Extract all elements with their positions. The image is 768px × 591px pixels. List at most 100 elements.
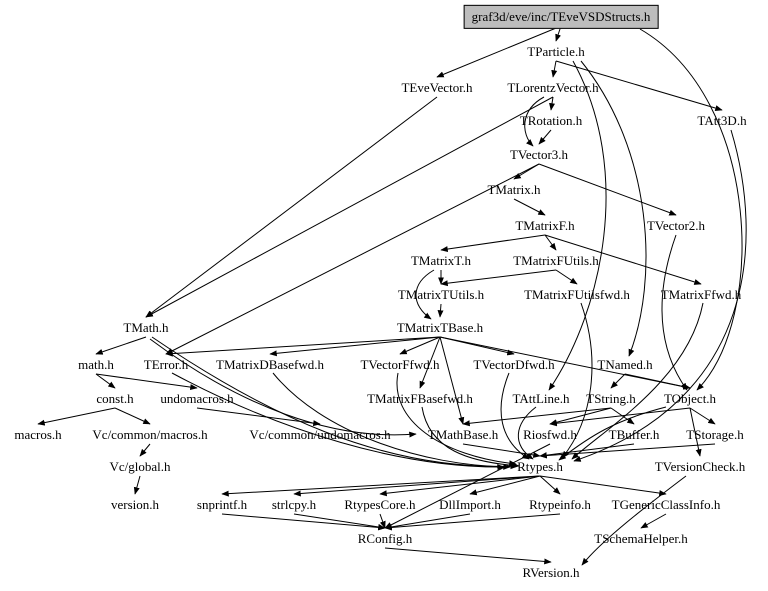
node-tmath-h[interactable]: TMath.h xyxy=(123,319,169,335)
edge-tvectordfwd-h-includes-rtypes-h xyxy=(500,372,530,460)
node-tgenericclassinfo-h[interactable]: TGenericClassInfo.h xyxy=(611,496,721,512)
edge-tmatrix-h-includes-tmatrixf-h xyxy=(513,198,546,216)
edge-tparticle-h-includes-tattline-h xyxy=(548,60,607,391)
node-tmatrixfutils-h[interactable]: TMatrixFUtils.h xyxy=(513,252,599,268)
node-tvectorffwd-h[interactable]: TVectorFfwd.h xyxy=(360,356,440,372)
edge-tobject-h-includes-tstorage-h xyxy=(689,407,716,425)
node-version-h[interactable]: version.h xyxy=(110,496,160,512)
edge-tmatrixfbasefwd-h-includes-rtypes-h xyxy=(421,406,520,469)
node-tmatrixfutilsfwd-h[interactable]: TMatrixFUtilsfwd.h xyxy=(524,286,630,302)
edge-tmath-h-includes-tmathbase-h xyxy=(149,338,417,438)
edge-tvectorffwd-h-includes-rtypes-h xyxy=(396,372,517,467)
edge-vc-global-h-includes-version-h xyxy=(133,475,141,495)
edge-rtypescore-h-includes-rconfig-h xyxy=(379,513,386,529)
edge-tlorentzvector-h-includes-tmath-h xyxy=(145,96,554,318)
edge-snprintf-h-includes-rconfig-h xyxy=(221,513,386,531)
edge-tmatrixf-h-includes-tmatrixffwd-h xyxy=(544,234,702,285)
edge-rtypeinfo-h-includes-rconfig-h xyxy=(384,513,561,531)
node-rtypescore-h[interactable]: RtypesCore.h xyxy=(344,496,416,512)
node-tattline-h[interactable]: TAttLine.h xyxy=(512,390,570,406)
node-vc-global-h[interactable]: Vc/global.h xyxy=(109,458,171,474)
node-vc-common-undomacros-h[interactable]: Vc/common/undomacros.h xyxy=(249,426,391,442)
edge-trotation-h-includes-tvector3-h xyxy=(538,129,552,145)
node-tmatrixffwd-h[interactable]: TMatrixFfwd.h xyxy=(660,286,742,302)
node-vc-common-macros-h[interactable]: Vc/common/macros.h xyxy=(92,426,208,442)
edge-tnamed-h-includes-tobject-h xyxy=(624,373,691,390)
node-terror-h[interactable]: TError.h xyxy=(143,356,189,372)
edge-tparticle-h-includes-tnamed-h xyxy=(580,60,647,357)
node-tversioncheck-h[interactable]: TVersionCheck.h xyxy=(654,458,746,474)
node-tobject-h[interactable]: TObject.h xyxy=(663,390,717,406)
node-rversion-h[interactable]: RVersion.h xyxy=(522,564,580,580)
node-undomacros-h[interactable]: undomacros.h xyxy=(160,390,234,406)
edge-tmatrixf-h-includes-tmatrixt-h xyxy=(440,234,546,253)
node-tmatrixdbasefwd-h[interactable]: TMatrixDBasefwd.h xyxy=(216,356,324,372)
node-tparticle-h[interactable]: TParticle.h xyxy=(527,43,585,59)
edge-rtypes-h-includes-tgenericclassinfo-h xyxy=(539,475,667,497)
node-trotation-h[interactable]: TRotation.h xyxy=(519,112,583,128)
node-strlcpy-h[interactable]: strlcpy.h xyxy=(271,496,317,512)
node-tevevector-h[interactable]: TEveVector.h xyxy=(401,79,473,95)
edge-dllimport-h-includes-rconfig-h xyxy=(384,513,471,530)
node-rconfig-h[interactable]: RConfig.h xyxy=(357,530,413,546)
edge-graf3d-eve-inc-tevevsdstructs-h-includes-tevevector-h xyxy=(436,25,562,78)
edge-tmatrixfutils-h-includes-tmatrixtutils-h xyxy=(440,269,557,287)
edge-tevevector-h-includes-tmath-h xyxy=(145,96,438,318)
edge-tbuffer-h-includes-rtypes-h xyxy=(539,443,635,459)
node-tvector3-h[interactable]: TVector3.h xyxy=(509,146,569,162)
edge-rtypes-h-includes-rtypescore-h xyxy=(379,475,541,497)
node-tmatrixtbase-h[interactable]: TMatrixTBase.h xyxy=(396,319,484,335)
node-tmatrixf-h[interactable]: TMatrixF.h xyxy=(515,217,575,233)
edge-tobject-h-includes-riosfwd-h xyxy=(549,407,691,427)
node-const-h[interactable]: const.h xyxy=(96,390,134,406)
node-macros-h[interactable]: macros.h xyxy=(14,426,62,442)
edge-tmatrixtbase-h-includes-tmatrixdbasefwd-h xyxy=(269,336,441,357)
edge-tmatrixfutilsfwd-h-includes-rtypes-h xyxy=(561,302,593,459)
edge-tmatrixtbase-h-includes-tmathbase-h xyxy=(439,336,465,425)
edge-tmatrixt-h-includes-tmatrixtbase-h xyxy=(415,269,435,320)
node-tmatrix-h[interactable]: TMatrix.h xyxy=(487,181,541,197)
edge-tmatrixtbase-h-includes-tvectorffwd-h xyxy=(399,336,441,355)
node-tvectordfwd-h[interactable]: TVectorDfwd.h xyxy=(473,356,555,372)
node-dllimport-h[interactable]: DllImport.h xyxy=(439,496,501,512)
edge-terror-h-includes-rtypes-h xyxy=(171,372,505,471)
edge-tmatrixdbasefwd-h-includes-rtypes-h xyxy=(272,372,511,470)
edge-rtypes-h-includes-dllimport-h xyxy=(469,475,541,496)
node-tbuffer-h[interactable]: TBuffer.h xyxy=(608,426,660,442)
edge-vc-common-macros-h-includes-vc-global-h xyxy=(139,443,151,457)
node-snprintf-h[interactable]: snprintf.h xyxy=(196,496,248,512)
edge-tstorage-h-includes-rtypes-h xyxy=(539,443,716,459)
edge-const-h-includes-macros-h xyxy=(37,407,116,426)
node-tlorentzvector-h[interactable]: TLorentzVector.h xyxy=(507,79,599,95)
edge-tnamed-h-includes-tstring-h xyxy=(610,373,626,389)
edge-tversioncheck-h-includes-rversion-h xyxy=(581,475,687,566)
node-tnamed-h[interactable]: TNamed.h xyxy=(597,356,653,372)
node-tmatrixfbasefwd-h[interactable]: TMatrixFBasefwd.h xyxy=(367,390,473,406)
node-rtypes-h[interactable]: Rtypes.h xyxy=(517,458,563,474)
node-rtypeinfo-h[interactable]: Rtypeinfo.h xyxy=(529,496,591,512)
edge-tgenericclassinfo-h-includes-tschemahelper-h xyxy=(640,513,667,529)
edge-tlorentzvector-h-includes-trotation-h xyxy=(549,96,555,111)
node-tmatrixtutils-h[interactable]: TMatrixTUtils.h xyxy=(397,286,485,302)
edge-tmatrixfutils-h-includes-tmatrixfutilsfwd-h xyxy=(555,269,578,285)
node-math-h[interactable]: math.h xyxy=(78,356,114,372)
edge-tvector2-h-includes-tobject-h xyxy=(661,234,688,391)
node-tschemahelper-h[interactable]: TSchemaHelper.h xyxy=(594,530,688,546)
edge-strlcpy-h-includes-rconfig-h xyxy=(293,513,386,530)
edge-tmatrixf-h-includes-tmatrixfutils-h xyxy=(544,234,557,251)
node-tstorage-h[interactable]: TStorage.h xyxy=(686,426,744,442)
edge-tmath-h-includes-rtypes-h xyxy=(151,336,518,470)
node-tmathbase-h[interactable]: TMathBase.h xyxy=(427,426,499,442)
node-tvector2-h[interactable]: TVector2.h xyxy=(646,217,706,233)
node-tmatrixt-h[interactable]: TMatrixT.h xyxy=(410,252,472,268)
edge-tmath-h-includes-math-h xyxy=(95,336,147,355)
node-riosfwd-h[interactable]: Riosfwd.h xyxy=(523,426,577,442)
node-tstring-h[interactable]: TString.h xyxy=(586,390,636,406)
edge-rtypes-h-includes-rtypeinfo-h xyxy=(539,475,561,495)
edge-rtypes-h-includes-snprintf-h xyxy=(221,475,541,497)
edge-math-h-includes-undomacros-h xyxy=(95,373,198,391)
edge-tmatrixtutils-h-includes-tmatrixtbase-h xyxy=(437,303,444,318)
node-tatt3d-h[interactable]: TAtt3D.h xyxy=(697,112,747,128)
